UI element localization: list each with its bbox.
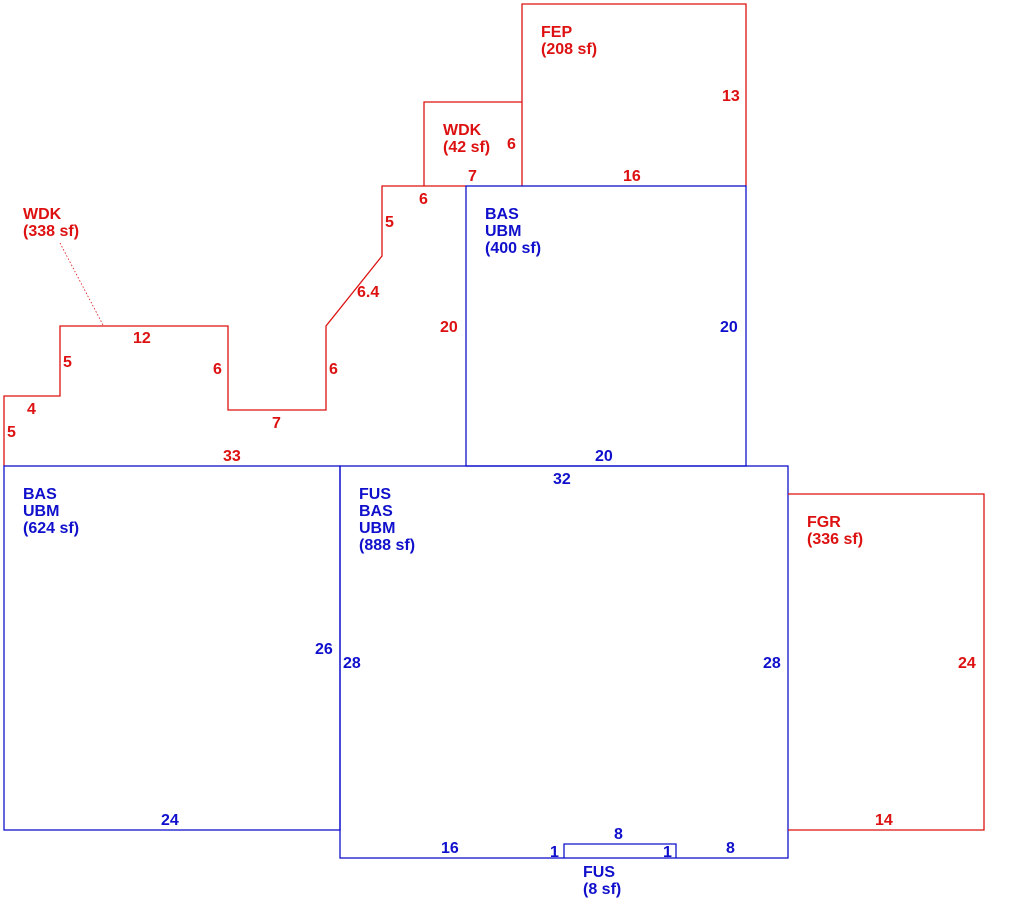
dimension-label: 8 (614, 826, 623, 843)
dimension-label: 20 (595, 448, 613, 465)
fgr-outline (788, 493, 985, 831)
fus-8-outline (563, 843, 677, 858)
dimension-label: 28 (343, 655, 361, 672)
area-label-line: WDK (443, 122, 482, 139)
area-label-line: WDK (23, 206, 62, 223)
dimension-label: 8 (726, 840, 735, 857)
dimension-label: 28 (763, 655, 781, 672)
fus-888-outline (339, 465, 789, 859)
dimension-label: 1 (663, 844, 672, 861)
area-label-line: FGR (807, 514, 841, 531)
area-label-line: (336 sf) (807, 531, 863, 548)
area-label-line: (338 sf) (23, 223, 79, 240)
dimension-label: 7 (468, 168, 477, 185)
area-label-line: (624 sf) (23, 520, 79, 537)
dimension-label: 14 (875, 812, 893, 829)
area-label-line: (208 sf) (541, 41, 597, 58)
dimension-label: 5 (385, 214, 394, 231)
dimension-label: 26 (315, 641, 333, 658)
dimension-label: 6 (213, 361, 222, 378)
area-label-line: BAS (23, 486, 57, 503)
dimension-label: 16 (441, 840, 459, 857)
fgr-area-label: FGR(336 sf) (807, 514, 863, 548)
dimension-label: 20 (720, 319, 738, 336)
area-label-line: (888 sf) (359, 537, 415, 554)
fus-8-area-label: FUS(8 sf) (583, 864, 621, 898)
area-label-line: UBM (485, 223, 521, 240)
wdk-42-area-label: WDK(42 sf) (443, 122, 490, 156)
wdk-338-leader-line (59, 242, 104, 326)
dimension-label: 1 (550, 844, 559, 861)
area-label-line: UBM (23, 503, 59, 520)
wdk-338-outline (3, 185, 466, 466)
dimension-label: 6 (507, 136, 516, 153)
area-label-line: (8 sf) (583, 881, 621, 898)
dimension-label: 32 (553, 471, 571, 488)
dimension-label: 13 (722, 88, 740, 105)
dimension-label: 5 (63, 354, 72, 371)
fep-area-label: FEP(208 sf) (541, 24, 597, 58)
area-label-line: (42 sf) (443, 139, 490, 156)
dimension-label: 16 (623, 168, 641, 185)
area-label-line: FUS (583, 864, 615, 881)
dimension-label: 6.4 (357, 284, 379, 301)
dimension-label: 20 (440, 319, 458, 336)
area-label-line: UBM (359, 520, 395, 537)
area-label-line: BAS (485, 206, 519, 223)
dimension-label: 4 (27, 401, 36, 418)
dimension-label: 7 (272, 415, 281, 432)
wdk-42-outline (423, 101, 522, 186)
area-label-line: FUS (359, 486, 391, 503)
area-label-line: BAS (359, 503, 393, 520)
wdk-338-area-label: WDK(338 sf) (23, 206, 79, 240)
dimension-label: 12 (133, 330, 151, 347)
dimension-label: 5 (7, 424, 16, 441)
dimension-label: 6 (419, 191, 428, 208)
fep-outline (521, 3, 747, 186)
area-label-line: (400 sf) (485, 240, 541, 257)
dimension-label: 24 (958, 655, 976, 672)
dimension-label: 24 (161, 812, 179, 829)
dimension-label: 6 (329, 361, 338, 378)
dimension-label: 33 (223, 448, 241, 465)
area-label-line: FEP (541, 24, 572, 41)
